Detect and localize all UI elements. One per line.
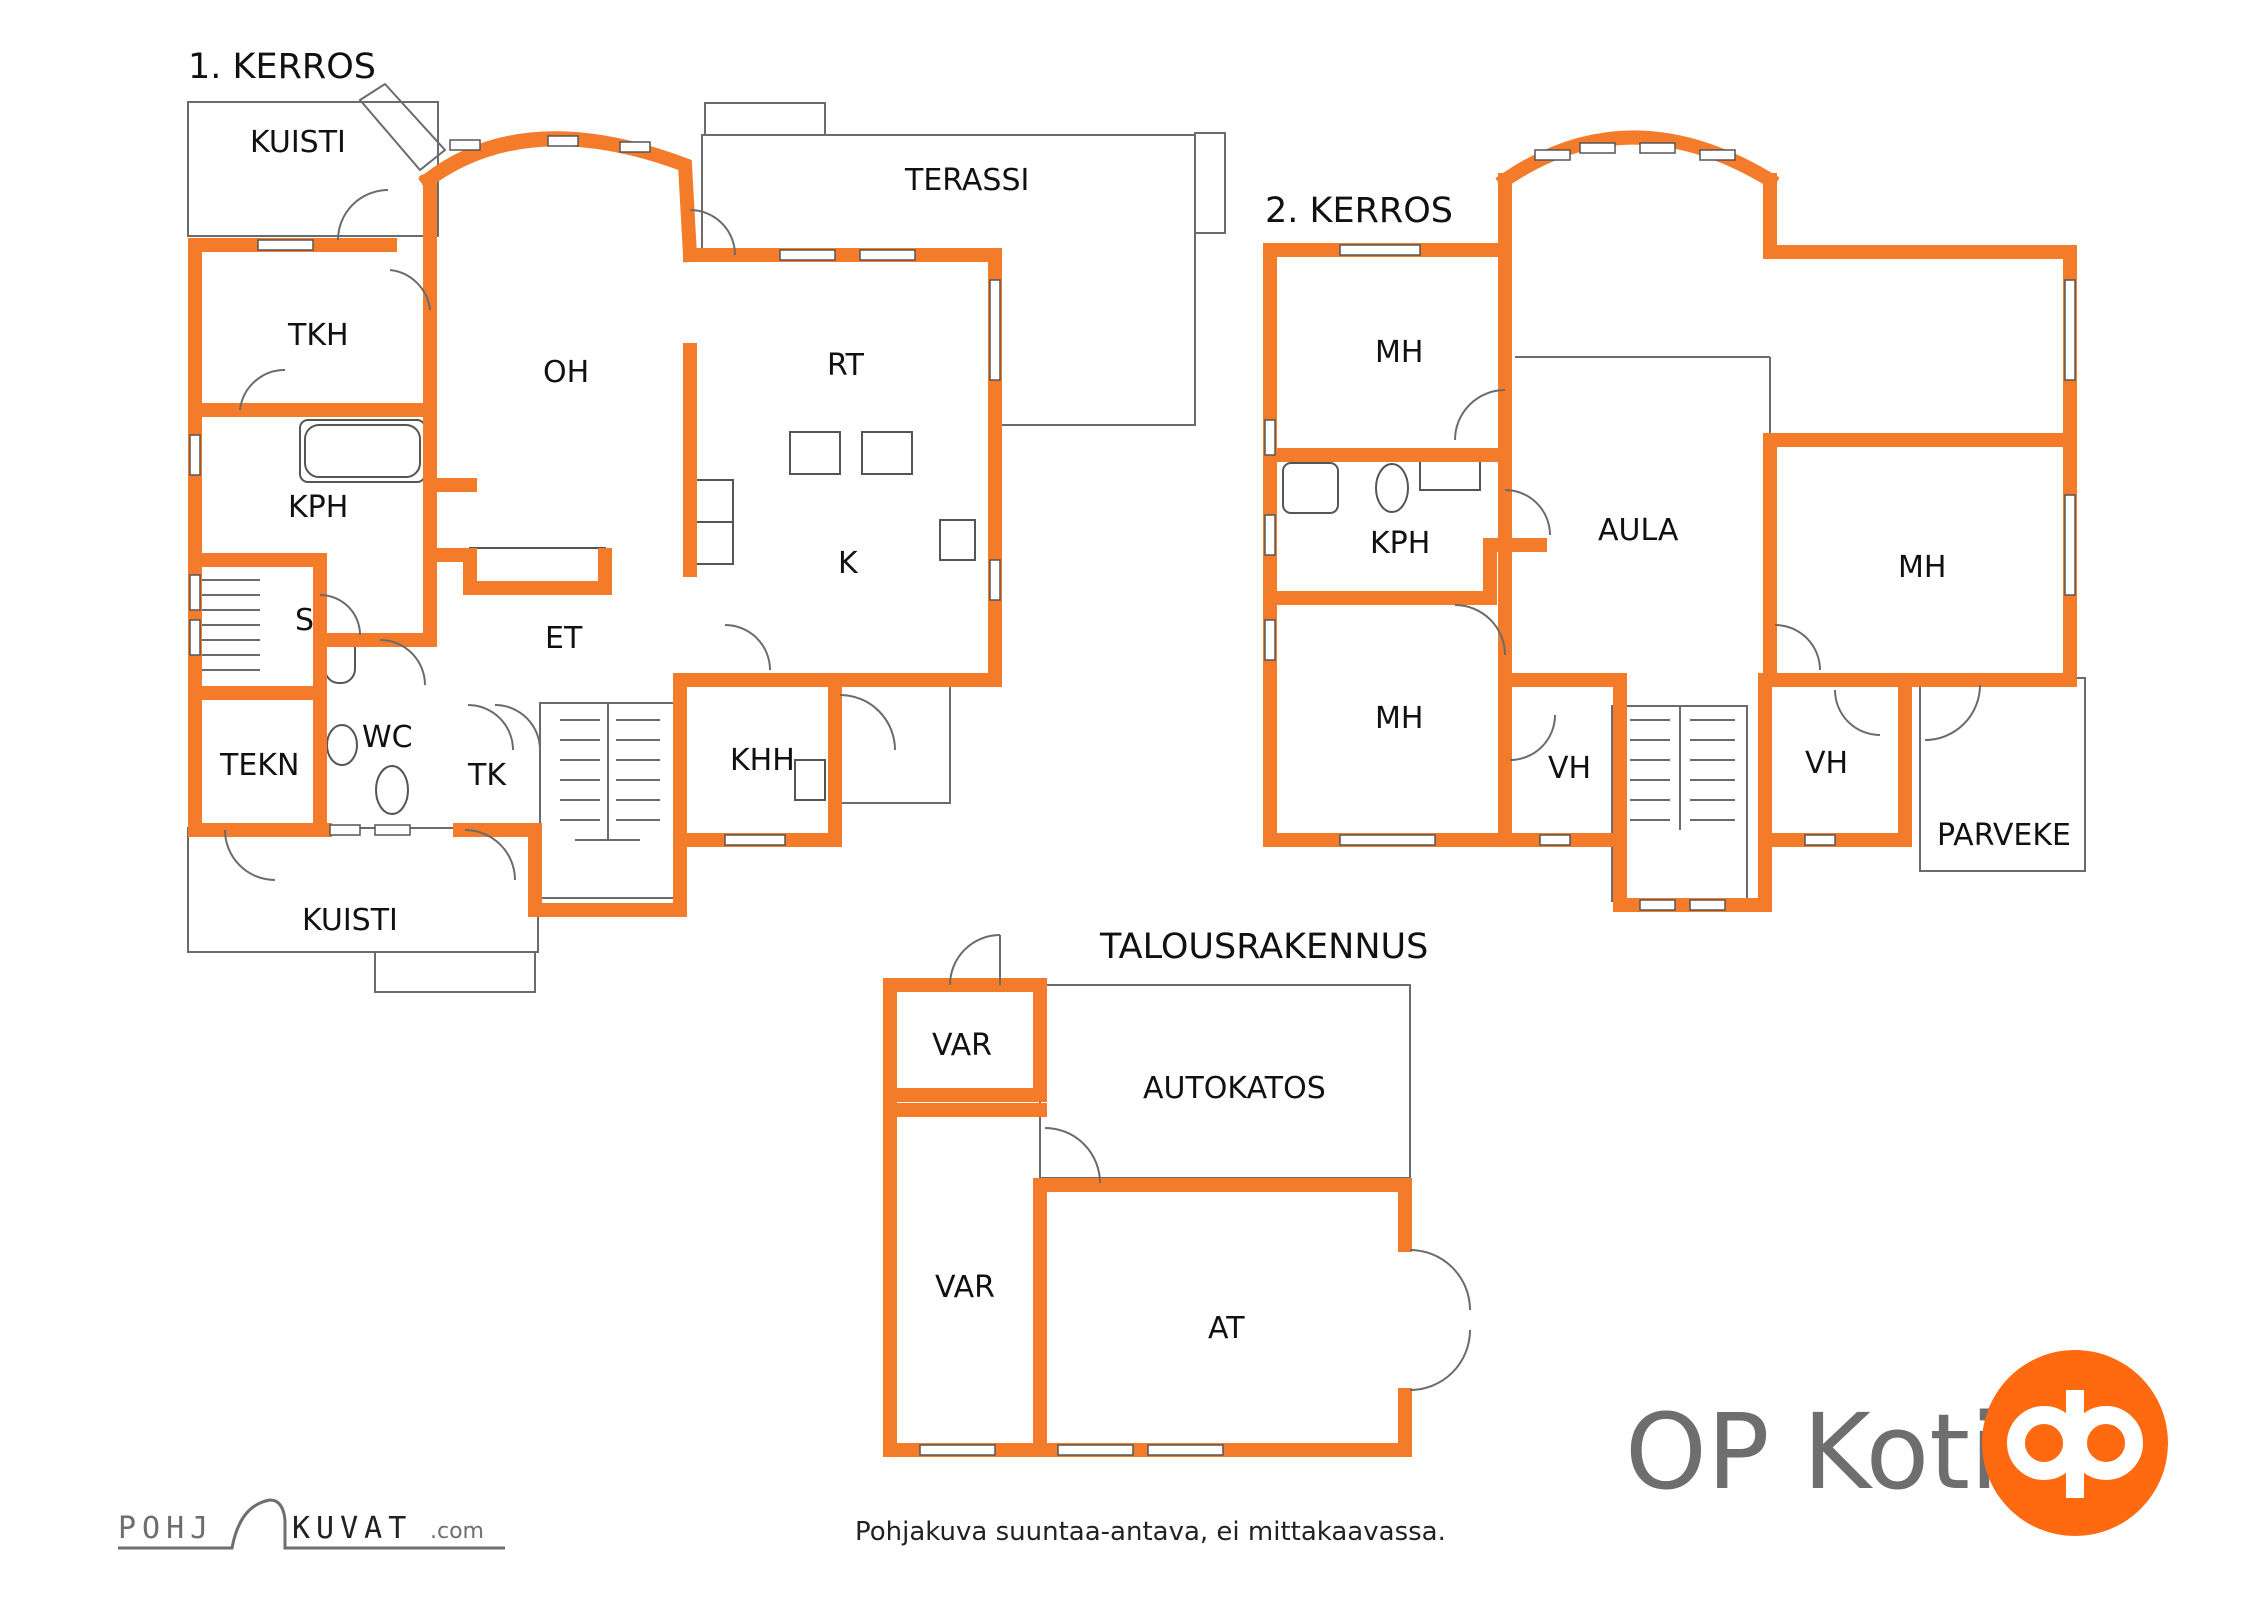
terrace-step-right — [1194, 132, 1226, 234]
room-kph-floor2: KPH — [1370, 526, 1430, 561]
room-wc: WC — [362, 720, 413, 755]
room-oh: OH — [543, 355, 589, 390]
op-logo-icon — [1982, 1350, 2168, 1536]
watermark-house-line — [118, 1498, 505, 1550]
floor2-windows — [1264, 142, 2076, 911]
floor2-stair-steps — [1630, 719, 1735, 821]
floor1-doors — [224, 189, 896, 881]
floor1-title: 1. KERROS — [188, 47, 376, 87]
fridge-2 — [692, 521, 734, 565]
watermark-right: KUVAT — [292, 1511, 412, 1546]
bathtub-inner — [304, 424, 421, 478]
room-parveke: PARVEKE — [1937, 818, 2071, 853]
room-kph: KPH — [288, 490, 348, 525]
floor1-plan — [187, 82, 1226, 993]
outbuilding-title: TALOUSRAKENNUS — [1099, 927, 1428, 967]
oven — [861, 431, 913, 475]
terrace-step — [704, 102, 826, 136]
room-rt: RT — [827, 348, 865, 383]
wc-basin — [326, 724, 358, 766]
floor2-toilet — [1375, 463, 1409, 513]
porch-top-outline — [187, 101, 439, 237]
room-autokatos: AUTOKATOS — [1143, 1071, 1326, 1106]
disclaimer-text: Pohjakuva suuntaa-antava, ei mittakaavas… — [855, 1517, 1446, 1547]
brand-name: OP Koti — [1625, 1391, 1999, 1513]
room-s: S — [295, 603, 314, 638]
outbuilding-plan — [883, 934, 1471, 1457]
floor2-title: 2. KERROS — [1265, 191, 1453, 231]
room-khh: KHH — [730, 743, 795, 778]
room-mh-bottom: MH — [1375, 701, 1423, 736]
floor2-sink — [1419, 459, 1481, 491]
room-vh-left: VH — [1548, 751, 1591, 786]
room-k: K — [838, 546, 859, 581]
stove — [789, 431, 841, 475]
floor1-stairs — [200, 564, 676, 899]
room-at: AT — [1208, 1311, 1245, 1346]
room-var-bottom: VAR — [935, 1270, 995, 1305]
floor2-plan — [1263, 130, 2086, 912]
room-vh-right: VH — [1805, 746, 1848, 781]
porch-top-door — [358, 82, 447, 172]
room-var-top: VAR — [932, 1028, 992, 1063]
kitchen-sink — [939, 519, 976, 561]
room-tk: TK — [467, 758, 507, 793]
outbuilding-doors — [949, 934, 1471, 1391]
room-tekn: TEKN — [219, 748, 299, 783]
room-et: ET — [545, 621, 583, 656]
toilet — [375, 765, 409, 815]
room-tkh: TKH — [287, 318, 349, 353]
watermark-suffix: .com — [430, 1519, 484, 1544]
outbuilding-windows — [919, 1444, 1224, 1456]
room-kuisti-bottom: KUISTI — [302, 903, 398, 938]
watermark-left: POHJ — [118, 1511, 214, 1546]
room-terassi: TERASSI — [904, 163, 1029, 198]
floor2-doors — [1454, 389, 1981, 761]
fridge-1 — [692, 479, 734, 523]
pohjakuvat-watermark: POHJ KUVAT .com — [118, 1498, 505, 1550]
shower — [1282, 462, 1339, 514]
room-mh-top: MH — [1375, 335, 1423, 370]
entry-steps — [834, 682, 951, 804]
khh-sink — [794, 759, 826, 801]
floor1-windows — [189, 135, 1001, 846]
room-kuisti-top: KUISTI — [250, 125, 346, 160]
room-mh-right: MH — [1898, 550, 1946, 585]
porch-bottom-step — [374, 951, 536, 993]
room-aula: AULA — [1598, 513, 1679, 548]
